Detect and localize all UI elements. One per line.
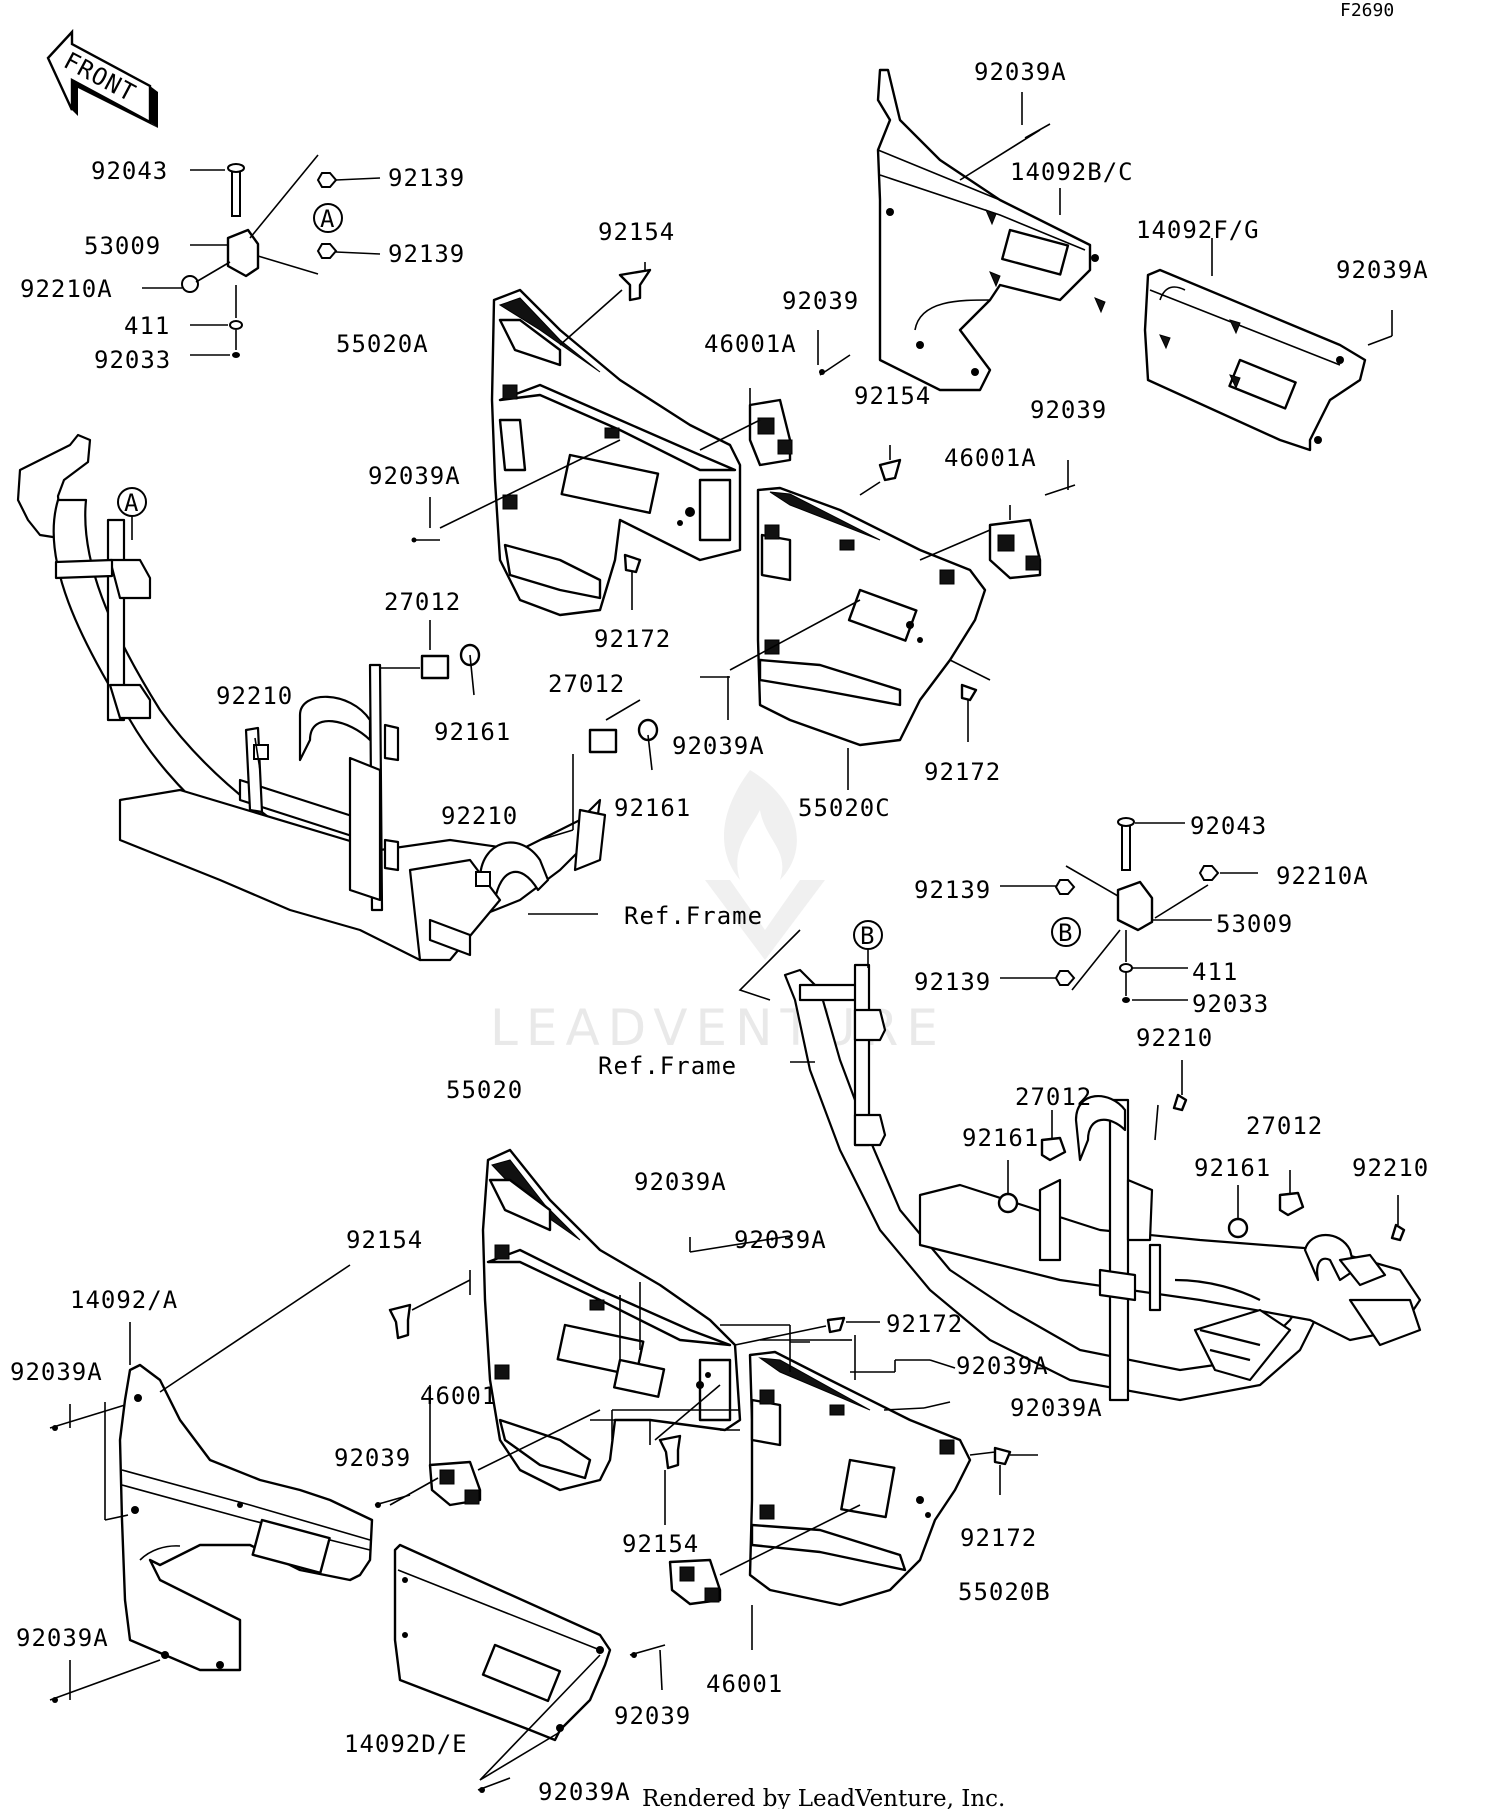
label-92039A: 92039A bbox=[1336, 256, 1429, 284]
label-55020: 55020 bbox=[446, 1076, 523, 1104]
label-92039A: 92039A bbox=[956, 1352, 1049, 1380]
label-55020B: 55020B bbox=[958, 1578, 1051, 1606]
panel-14092BC bbox=[876, 68, 1106, 392]
label-92039A: 92039A bbox=[1010, 1394, 1103, 1422]
label-46001A: 46001A bbox=[704, 330, 797, 358]
label-92139: 92139 bbox=[914, 968, 991, 996]
label-92161: 92161 bbox=[614, 794, 691, 822]
labels: 92043 92139 53009 92139 92210A 411 92033… bbox=[10, 58, 1429, 1806]
door-55020B bbox=[748, 1350, 972, 1607]
label-92039A: 92039A bbox=[974, 58, 1067, 86]
panel-14092A bbox=[49, 1264, 374, 1703]
label-92039: 92039 bbox=[1030, 396, 1107, 424]
label-92139: 92139 bbox=[914, 876, 991, 904]
label-92210: 92210 bbox=[1136, 1024, 1213, 1052]
door-55020A bbox=[490, 288, 742, 617]
label-92043: 92043 bbox=[1190, 812, 1267, 840]
label-92172: 92172 bbox=[594, 625, 671, 653]
label-92039: 92039 bbox=[334, 1444, 411, 1472]
label-92039A: 92039A bbox=[368, 462, 461, 490]
hardware-bottom bbox=[374, 1235, 1038, 1691]
label-92154: 92154 bbox=[622, 1530, 699, 1558]
label-27012: 27012 bbox=[1015, 1083, 1092, 1111]
label-92210: 92210 bbox=[441, 802, 518, 830]
label-46001: 46001 bbox=[706, 1670, 783, 1698]
label-46001A: 46001A bbox=[944, 444, 1037, 472]
label-46001: 46001 bbox=[420, 1382, 497, 1410]
label-92039A: 92039A bbox=[634, 1168, 727, 1196]
label-27012: 27012 bbox=[548, 670, 625, 698]
label-14092F-G: 14092F/G bbox=[1136, 216, 1260, 244]
panel-14092DE bbox=[393, 1543, 612, 1793]
label-92161: 92161 bbox=[1194, 1154, 1271, 1182]
label-92039A: 92039A bbox=[16, 1624, 109, 1652]
label-92039A: 92039A bbox=[672, 732, 765, 760]
label-411: 411 bbox=[1192, 958, 1238, 986]
label-53009: 53009 bbox=[1216, 910, 1293, 938]
label-92033: 92033 bbox=[94, 346, 171, 374]
hardware-group-a: A bbox=[142, 154, 381, 358]
door-55020C bbox=[700, 445, 1076, 790]
label-27012: 27012 bbox=[1246, 1112, 1323, 1140]
label-55020A: 55020A bbox=[336, 330, 429, 358]
callout-a-frame: A bbox=[124, 489, 139, 517]
label-92210A: 92210A bbox=[1276, 862, 1369, 890]
label-55020C: 55020C bbox=[798, 794, 891, 822]
hardware-group-b: B bbox=[1000, 817, 1258, 1003]
ref-frame-label: Ref.Frame bbox=[624, 902, 763, 930]
label-14092D-E: 14092D/E bbox=[344, 1730, 468, 1758]
label-92161: 92161 bbox=[962, 1124, 1039, 1152]
credit-text: Rendered by LeadVenture, Inc. bbox=[642, 1786, 1005, 1809]
label-14092B-C: 14092B/C bbox=[1010, 158, 1134, 186]
label-92039A: 92039A bbox=[734, 1226, 827, 1254]
label-92154: 92154 bbox=[598, 218, 675, 246]
label-92172: 92172 bbox=[960, 1524, 1037, 1552]
label-92154: 92154 bbox=[346, 1226, 423, 1254]
callout-b-frame: B bbox=[860, 922, 875, 950]
callout-b: B bbox=[1058, 919, 1073, 947]
hardware-door-a bbox=[411, 262, 851, 610]
label-92210: 92210 bbox=[216, 682, 293, 710]
label-92154: 92154 bbox=[854, 382, 931, 410]
label-92039: 92039 bbox=[614, 1702, 691, 1730]
door-55020 bbox=[481, 1148, 742, 1492]
label-92139: 92139 bbox=[388, 240, 465, 268]
label-92210: 92210 bbox=[1352, 1154, 1429, 1182]
label-14092-A: 14092/A bbox=[70, 1286, 178, 1314]
label-92161: 92161 bbox=[434, 718, 511, 746]
watermark-flame-icon bbox=[723, 770, 797, 880]
label-92172: 92172 bbox=[924, 758, 1001, 786]
label-53009: 53009 bbox=[84, 232, 161, 260]
front-arrow-icon: FRONT bbox=[46, 28, 158, 128]
label-92043: 92043 bbox=[91, 157, 168, 185]
label-92039: 92039 bbox=[782, 287, 859, 315]
label-411: 411 bbox=[124, 312, 170, 340]
watermark-v-icon bbox=[705, 880, 825, 960]
label-92172: 92172 bbox=[886, 1310, 963, 1338]
frame-right: B bbox=[738, 920, 1422, 1402]
panel-14092FG bbox=[1143, 238, 1393, 452]
label-92039A: 92039A bbox=[538, 1778, 631, 1806]
label-92210A: 92210A bbox=[20, 275, 113, 303]
callout-a: A bbox=[320, 205, 335, 233]
figure-code: F2690 bbox=[1340, 0, 1394, 21]
label-27012: 27012 bbox=[384, 588, 461, 616]
label-92039A: 92039A bbox=[10, 1358, 103, 1386]
label-92033: 92033 bbox=[1192, 990, 1269, 1018]
label-92139: 92139 bbox=[388, 164, 465, 192]
ref-frame-label: Ref.Frame bbox=[598, 1052, 737, 1080]
frame-left-top: A bbox=[16, 433, 659, 962]
